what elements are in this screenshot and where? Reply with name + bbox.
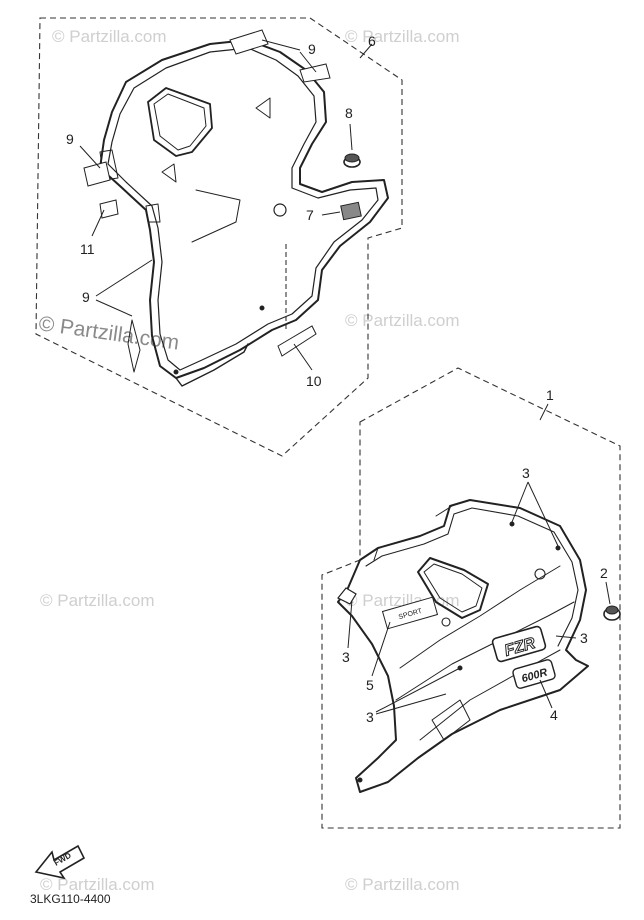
watermark-text: © Partzilla.com [52, 27, 167, 46]
callout-9: 9 [308, 41, 316, 57]
outer-cowling [337, 499, 589, 793]
callouts: 6 9 8 9 7 11 9 10 1 3 2 3 3 5 3 4 [66, 33, 608, 725]
callout-11: 11 [80, 241, 95, 257]
watermark-text: © Partzilla.com [40, 591, 155, 610]
emblem-fzr: FZR [491, 625, 547, 663]
callout-9: 9 [82, 289, 90, 305]
watermark-text: © Partzilla.com [345, 27, 460, 46]
grommet-8 [343, 153, 361, 168]
fwd-arrow-icon: FWD [34, 844, 86, 880]
pad-7 [340, 201, 362, 221]
leader-lines-upper [79, 39, 373, 371]
callout-6: 6 [368, 33, 376, 49]
grommet-2 [603, 605, 621, 621]
callout-3: 3 [342, 649, 350, 665]
callout-1: 1 [546, 387, 554, 403]
callout-8: 8 [345, 105, 353, 121]
decal-4: 600R [512, 659, 556, 689]
callout-2: 2 [600, 565, 608, 581]
callout-3: 3 [366, 709, 374, 725]
callout-7: 7 [306, 207, 314, 223]
inner-panel [99, 39, 389, 387]
tape-11 [99, 199, 119, 219]
callout-3: 3 [580, 630, 588, 646]
leader-lines-lower [347, 403, 611, 715]
tape-9 [83, 29, 331, 187]
strip-10 [277, 244, 317, 357]
assembly-boundary-lower [321, 367, 621, 829]
callout-9: 9 [66, 131, 74, 147]
decal-5: SPORT [381, 596, 439, 630]
diagram-code: 3LKG110-4400 [30, 892, 111, 906]
callout-4: 4 [550, 707, 558, 723]
callout-3: 3 [522, 465, 530, 481]
watermark-text: © Partzilla.com [345, 311, 460, 330]
callout-5: 5 [366, 677, 374, 693]
assembly-boundary-upper [35, 17, 403, 457]
callout-10: 10 [306, 373, 322, 389]
watermark-text: © Partzilla.com [345, 875, 460, 894]
watermark-text: © Partzilla.com [40, 875, 155, 894]
